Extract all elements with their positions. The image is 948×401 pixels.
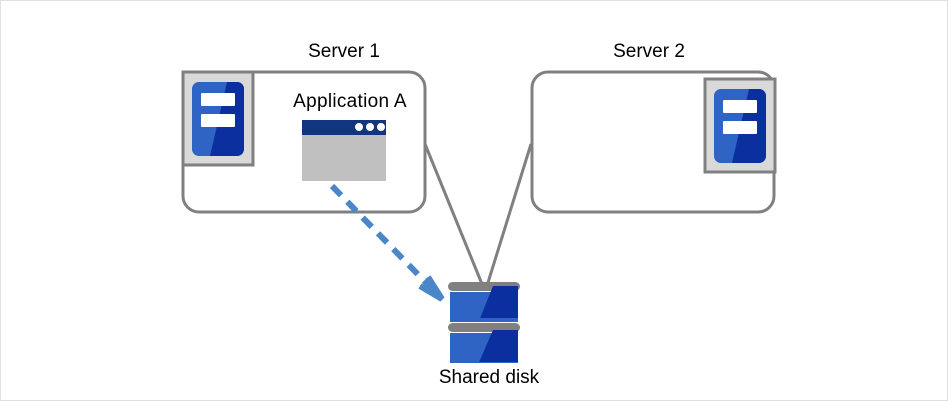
application-access-arrow — [329, 183, 445, 302]
connector-server2-to-disk — [484, 143, 533, 290]
connector-server1-to-disk — [423, 143, 486, 290]
server2-label: Server 2 — [613, 41, 685, 62]
shared-disk-label: Shared disk — [438, 367, 540, 388]
server-icon — [181, 70, 255, 167]
disk-stack-icon — [448, 282, 520, 363]
application-label: Application A — [293, 91, 407, 112]
server-icon — [703, 77, 777, 174]
server1-label: Server 1 — [308, 41, 380, 62]
application-window-icon — [302, 120, 386, 181]
